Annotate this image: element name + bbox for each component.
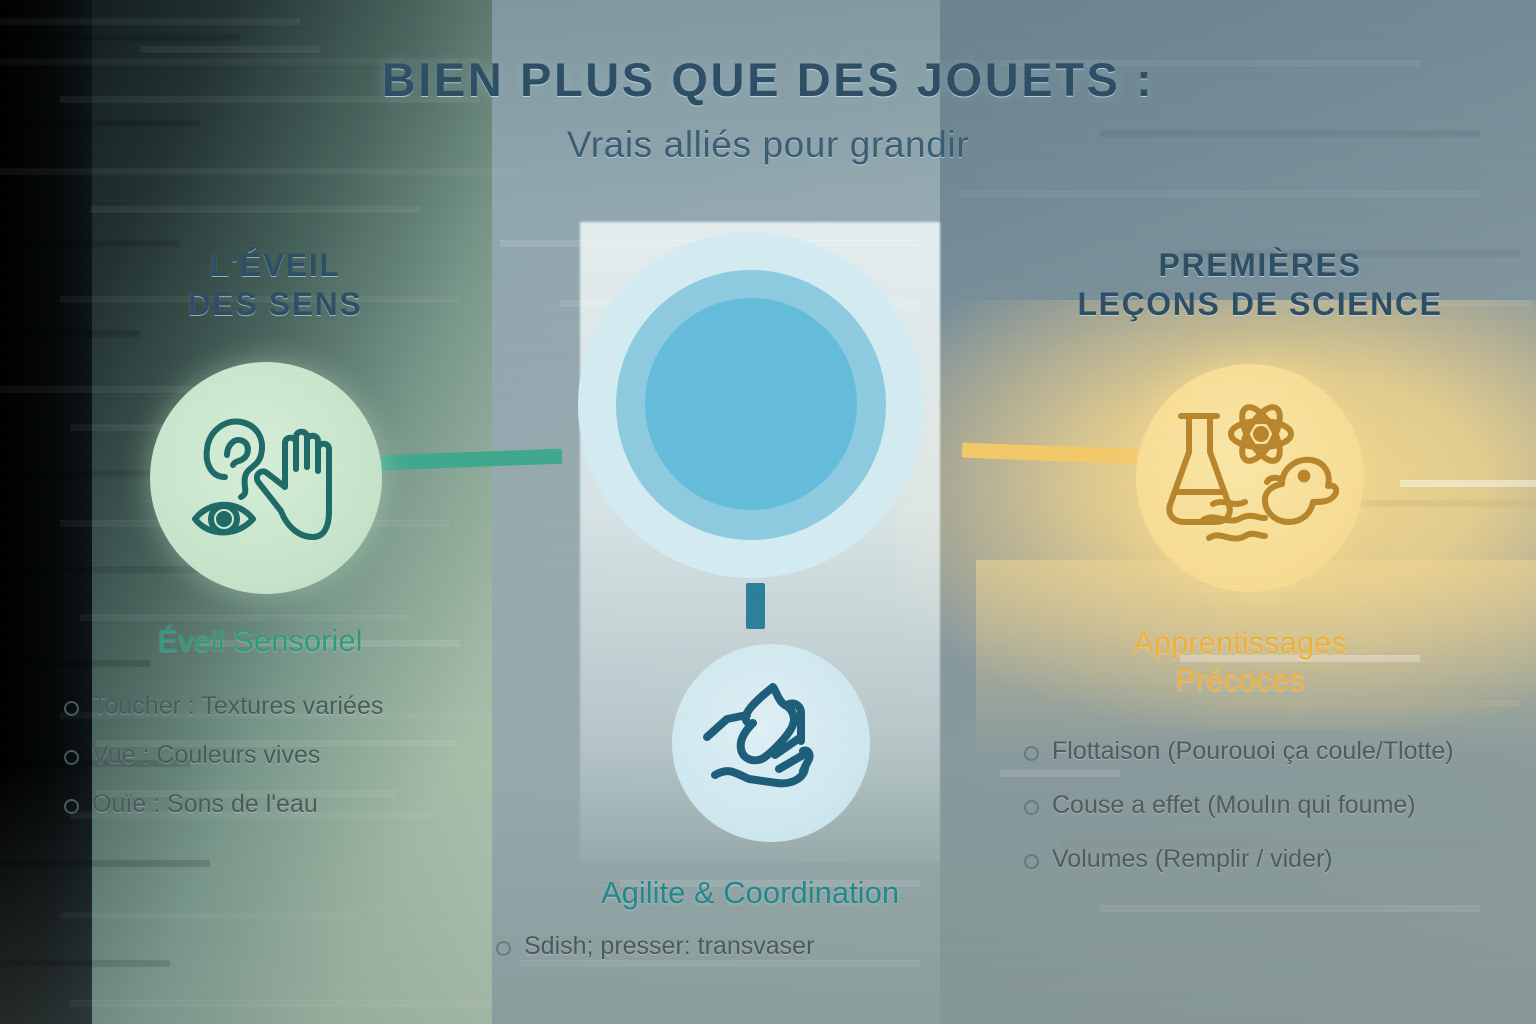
list-item: Toucher : Textures variées — [60, 690, 510, 722]
grasping-hand-icon — [703, 683, 814, 788]
block-title-left: Éveil Sensoriel — [157, 623, 363, 658]
background-left-edge — [0, 0, 92, 1024]
magnifier-lens — [645, 298, 857, 510]
block-title-right-line2: Précoces — [1175, 662, 1305, 698]
list-item: Vue : Couleurs vives — [60, 739, 510, 771]
node-science[interactable] — [1136, 364, 1364, 592]
list-item: Flottaison (Pourouoi ça coule/Tlotte) — [1020, 735, 1490, 767]
block-title-right-line1: Apprentissages — [1133, 625, 1347, 660]
page-subtitle: Vrais alliés pour grandir — [566, 124, 970, 165]
page-title: BIEN PLUS QUE DES JOUETS : — [381, 53, 1155, 106]
list-item: Sdish; presser: transvaser — [492, 930, 992, 962]
heading-right: PREMIÈRES LEÇONS DE SCIENCE — [1000, 246, 1520, 324]
bullet-list-right: Flottaison (Pourouoi ça coule/Tlotte) Cou… — [1020, 735, 1490, 897]
list-item: Volumes (Remplir / vider) — [1020, 843, 1490, 875]
flask-atom-duck-icon — [1166, 404, 1339, 542]
magnifier-handle — [746, 583, 765, 629]
list-item: Ouïe : Sons de l'eau — [60, 788, 510, 820]
header: BIEN PLUS QUE DES JOUETS : Vrais alliés … — [0, 52, 1536, 166]
magnifying-glass-icon[interactable] — [560, 228, 940, 629]
block-title-right: Apprentissages Précoces — [1000, 624, 1480, 698]
heading-right-line2: LEÇONS DE SCIENCE — [1077, 286, 1443, 323]
heading-left-line1: L'ÉVEIL — [209, 247, 341, 283]
node-agility[interactable] — [672, 644, 870, 842]
ear-eye-hand-icon — [192, 418, 332, 540]
background-amber-glow-2 — [976, 560, 1536, 760]
node-senses[interactable] — [150, 362, 382, 594]
heading-left: L'ÉVEIL DES SENS — [60, 246, 490, 324]
block-title-center: Agilite & Coordination — [600, 875, 900, 910]
list-item: Couse a effet (Moulın qui foume) — [1020, 789, 1490, 821]
bullet-list-center: Sdish; presser: transvaser — [492, 930, 992, 979]
heading-right-line1: PREMIÈRES — [1158, 247, 1362, 283]
heading-left-line2: DES SENS — [187, 286, 363, 323]
